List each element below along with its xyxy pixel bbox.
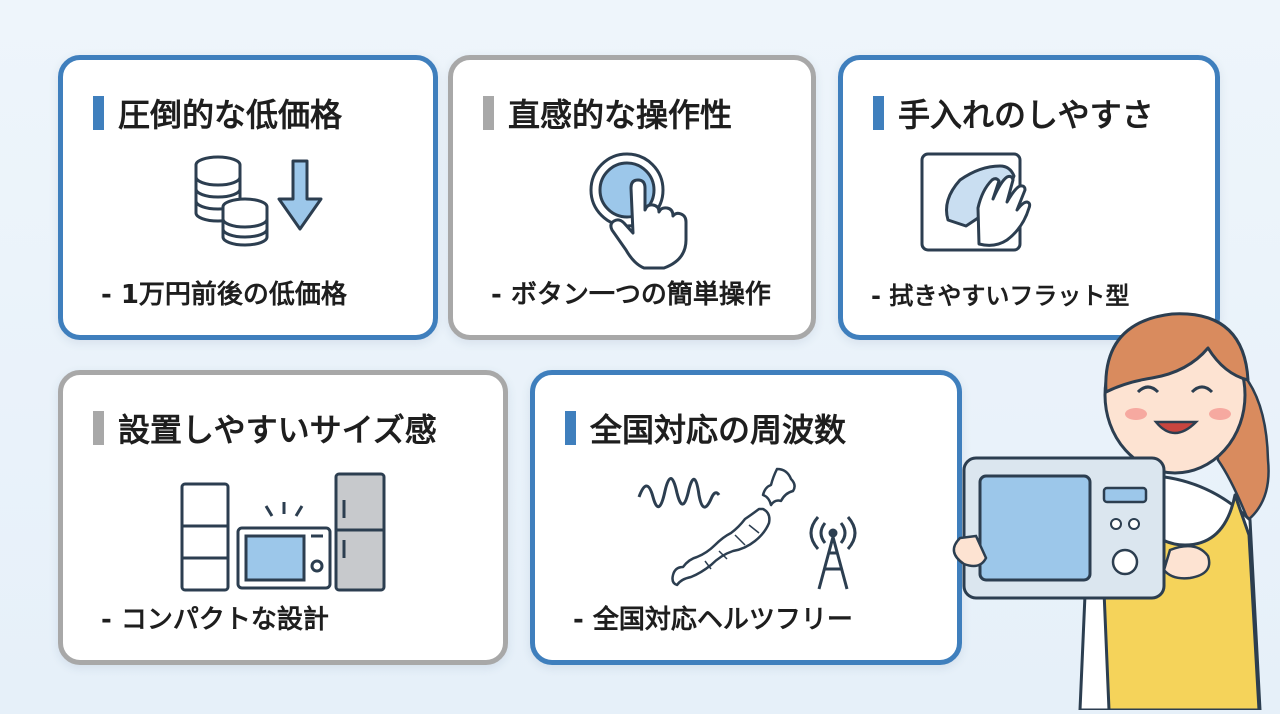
feature-card-low-price: 圧倒的な低価格 - 1万円前後の低価格 xyxy=(58,55,438,340)
title-marker xyxy=(565,411,576,445)
card-desc: - 1万円前後の低価格 xyxy=(101,280,347,310)
woman-holding-microwave-illustration xyxy=(940,280,1280,714)
feature-card-easy-operation: 直感的な操作性 - ボタン一つの簡単操作 xyxy=(448,55,816,340)
hand-wipe-cloth-icon xyxy=(918,150,1048,260)
card-title-text: 手入れのしやすさ xyxy=(898,96,1154,134)
japan-map-frequency-icon xyxy=(635,465,875,595)
card-title: 圧倒的な低価格 xyxy=(93,90,342,136)
card-title: 手入れのしやすさ xyxy=(873,90,1154,136)
title-marker xyxy=(93,96,104,130)
card-title: 全国対応の周波数 xyxy=(565,405,846,451)
card-title-text: 全国対応の周波数 xyxy=(590,411,847,449)
card-title-text: 直感的な操作性 xyxy=(508,96,733,134)
card-title: 直感的な操作性 xyxy=(483,90,732,136)
appliances-size-icon xyxy=(178,470,388,595)
card-title-text: 圧倒的な低価格 xyxy=(118,96,343,134)
feature-card-compact-size: 設置しやすいサイズ感 - コンパクトな設計 xyxy=(58,370,508,665)
title-marker xyxy=(873,96,884,130)
title-marker xyxy=(483,96,494,130)
feature-card-nationwide-frequency: 全国対応の周波数 - 全国対応ヘルツフリー xyxy=(530,370,962,665)
card-title-text: 設置しやすいサイズ感 xyxy=(118,411,437,449)
card-desc: - ボタン一つの簡単操作 xyxy=(491,280,771,310)
card-desc: - コンパクトな設計 xyxy=(101,605,329,635)
feature-card-easy-cleaning: 手入れのしやすさ - 拭きやすいフラット型 xyxy=(838,55,1220,340)
finger-press-button-icon xyxy=(583,150,693,270)
card-desc: - 拭きやすいフラット型 xyxy=(871,282,1130,310)
coins-down-arrow-icon xyxy=(188,155,328,255)
card-title: 設置しやすいサイズ感 xyxy=(93,405,437,451)
card-desc: - 全国対応ヘルツフリー xyxy=(573,605,853,635)
title-marker xyxy=(93,411,104,445)
